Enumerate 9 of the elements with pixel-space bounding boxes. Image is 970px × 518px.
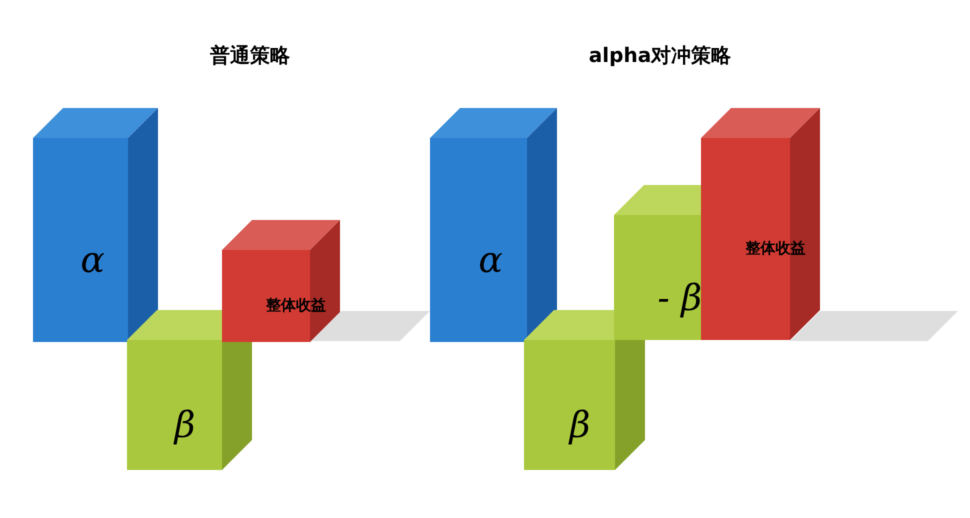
bar-label: α <box>478 240 503 281</box>
bar-label: 整体收益 <box>746 239 806 258</box>
panel-title: alpha对冲策略 <box>588 42 732 69</box>
bar-label: β <box>174 405 196 446</box>
bar-label: α <box>80 240 105 281</box>
bar-label: - β <box>658 278 702 318</box>
bar-label: β <box>570 405 590 446</box>
bar-label: 整体收益 <box>266 296 326 315</box>
panel-title: 普通策略 <box>210 42 290 69</box>
